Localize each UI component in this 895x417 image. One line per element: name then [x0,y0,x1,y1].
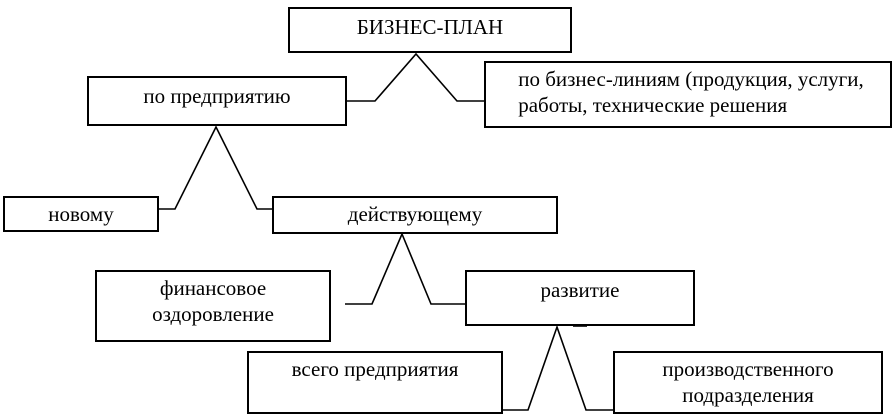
business-plan-root-label: БИЗНЕС-ПЛАН [356,15,504,39]
business-plan-root-box: БИЗНЕС-ПЛАН [288,7,572,53]
production-unit-box: производственного подразделения [613,351,883,414]
whole-enterprise-label: всего предприятия [291,357,459,381]
by-business-lines-box: по бизнес-линиям (продукция, услуги, раб… [484,61,892,128]
production-unit-line2: подразделения [682,383,814,407]
new-enterprise-label: новому [48,202,114,226]
production-unit-text: производственного подразделения [662,356,833,408]
financial-recovery-line1: финансовое [159,276,267,300]
financial-recovery-line2: оздоровление [152,302,274,326]
connector-development-children [503,324,613,411]
by-business-lines-text: по бизнес-линиям (продукция, услуги, раб… [512,66,864,118]
financial-recovery-box: финансовое оздоровление [95,270,331,342]
by-business-lines-line1: по бизнес-линиям (продукция, услуги, [518,67,864,91]
by-business-lines-line2: работы, технические решения [518,93,788,117]
connector-enterprise-children [159,125,273,210]
whole-enterprise-box: всего предприятия [247,351,503,414]
production-unit-line1: производственного [662,357,834,381]
financial-recovery-text: финансовое оздоровление [152,275,274,327]
development-box: развитие [465,270,695,326]
connector-root-children [347,52,486,102]
new-enterprise-box: новому [3,196,159,232]
existing-enterprise-label: действующему [347,202,483,226]
existing-enterprise-box: действующему [272,196,558,234]
development-label: развитие [540,278,620,302]
by-enterprise-box: по предприятию [87,76,347,126]
by-enterprise-label: по предприятию [143,84,291,108]
connector-existing-children [345,231,465,305]
